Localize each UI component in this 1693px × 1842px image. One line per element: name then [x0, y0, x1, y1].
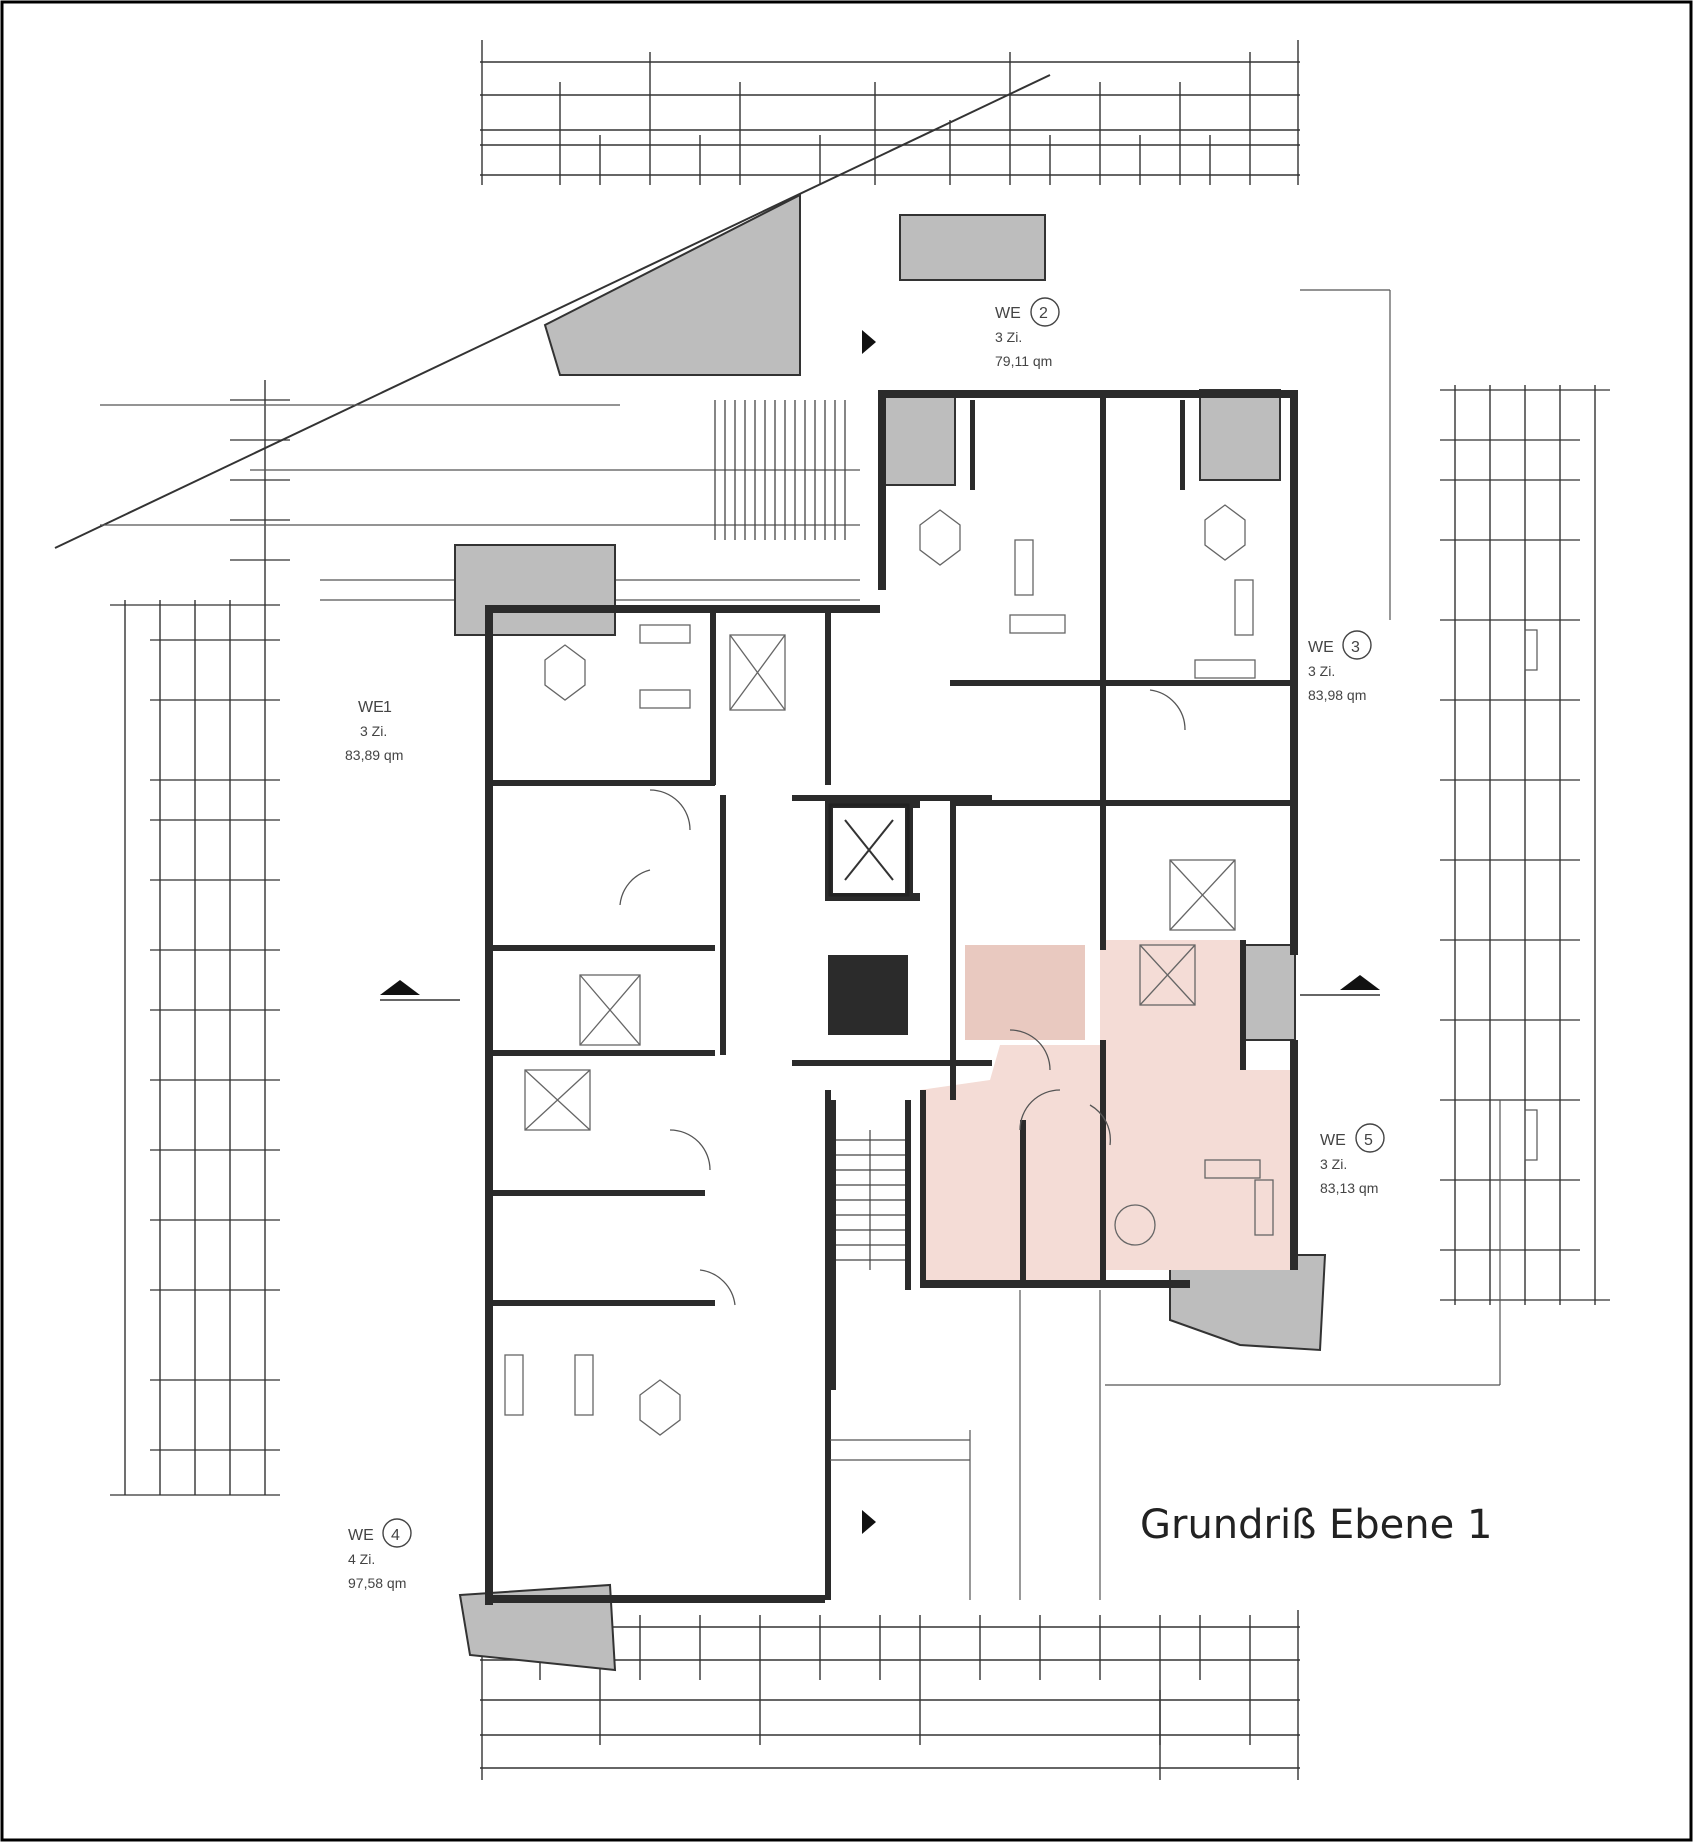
bed-symbols [524, 634, 1236, 1131]
unit-we2-rooms: 3 Zi. [995, 329, 1022, 345]
unit-we1-number: 1 [383, 699, 392, 716]
unit-we5-rooms: 3 Zi. [1320, 1156, 1347, 1172]
unit-we5-area [920, 940, 1295, 1280]
unit-we4-rooms: 4 Zi. [348, 1551, 375, 1567]
outdoor-stairs [714, 400, 846, 540]
unit-we1-name: WE [358, 699, 384, 716]
bottom-dimension-lines [480, 1610, 1300, 1780]
unit-we5-number: 5 [1364, 1132, 1373, 1149]
unit-we4-name: WE [348, 1527, 374, 1544]
balcony-we5 [1169, 1254, 1327, 1352]
dining-tables [544, 504, 1246, 1436]
right-dimension-lines [1440, 385, 1610, 1305]
unit-we1-area: 83,89 qm [345, 747, 403, 763]
unit-we4-number: 4 [391, 1527, 400, 1544]
unit-label-we1: WE 1 3 Zi. 83,89 qm [345, 699, 403, 763]
balcony-we4 [458, 1583, 617, 1672]
unit-we3-rooms: 3 Zi. [1308, 663, 1335, 679]
unit-label-we2: WE 2 3 Zi. 79,11 qm [995, 297, 1060, 369]
unit-we3-area: 83,98 qm [1308, 687, 1366, 703]
balcony-we2-left [884, 394, 956, 486]
terrace-top-left [543, 193, 801, 376]
drawing-title: Grundriß Ebene 1 [1140, 1502, 1492, 1548]
unit-we5-bath-area [965, 945, 1085, 1040]
unit-we4-area: 97,58 qm [348, 1575, 406, 1591]
unit-we5-name: WE [1320, 1132, 1346, 1149]
balcony-we2-right [1199, 389, 1281, 481]
sofa-symbols [504, 539, 1274, 1416]
left-dimension-lines [110, 380, 290, 1496]
unit-label-we3: WE 3 3 Zi. 83,98 qm [1308, 630, 1372, 703]
unit-label-we5: WE 5 3 Zi. 83,13 qm [1320, 1123, 1385, 1196]
unit-we2-area: 79,11 qm [995, 353, 1052, 369]
door-swings [619, 689, 1186, 1306]
unit-we3-number: 3 [1351, 639, 1360, 656]
unit-we1-rooms: 3 Zi. [360, 723, 387, 739]
top-dimension-lines [480, 40, 1300, 185]
unit-we2-number: 2 [1039, 305, 1048, 322]
elevator-shaft [828, 803, 910, 897]
stairwell [836, 1130, 905, 1270]
unit-we5-area: 83,13 qm [1320, 1180, 1378, 1196]
terrace-top-center [899, 214, 1046, 281]
unit-label-we4: WE 4 4 Zi. 97,58 qm [348, 1518, 412, 1591]
balcony-we3 [1239, 944, 1296, 1041]
outdoor-paths [830, 289, 1501, 1600]
section-markers [380, 330, 1380, 1534]
unit-we3-name: WE [1308, 639, 1334, 656]
unit-we2-name: WE [995, 305, 1021, 322]
balcony-we1 [454, 544, 616, 636]
building-walls [485, 390, 1298, 1605]
